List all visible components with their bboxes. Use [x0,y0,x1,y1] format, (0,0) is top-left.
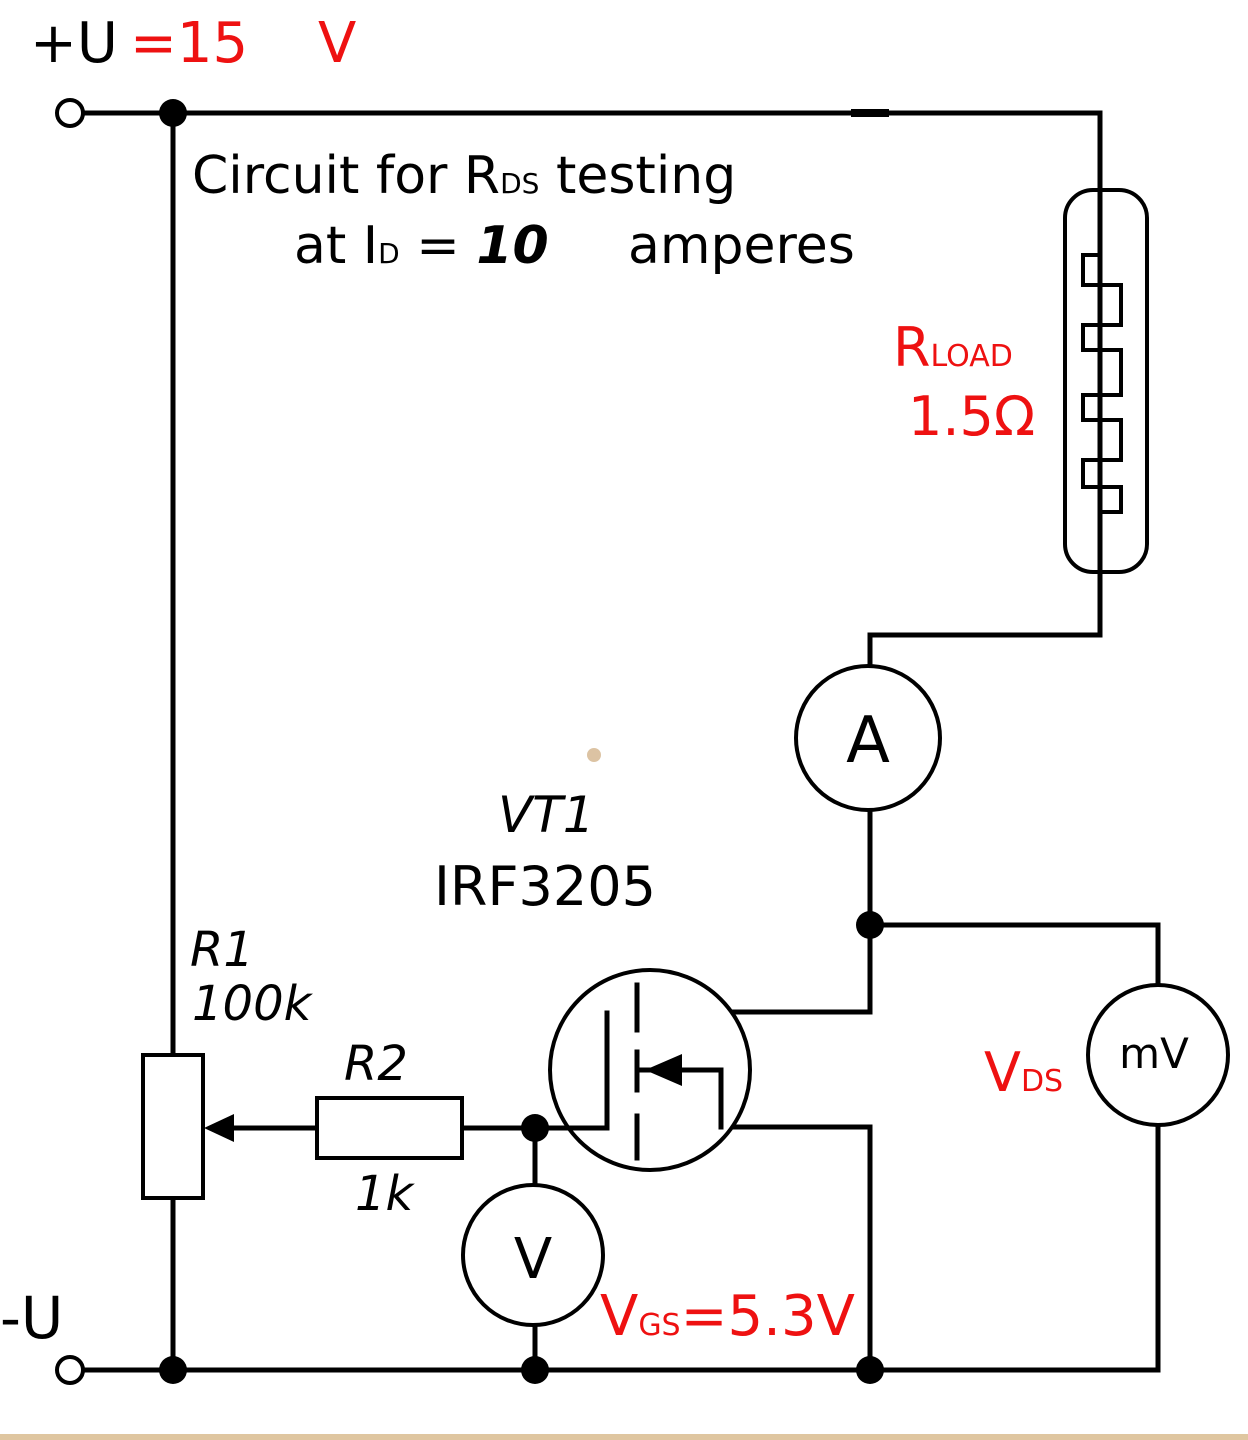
title-line-2-sub: D [378,237,400,270]
transistor-part: IRF3205 [434,855,656,918]
vgs-reading: =5.3V [681,1284,855,1349]
r2-value: 1k [355,1166,416,1222]
ammeter-symbol: A [846,704,890,778]
load-resistor [1063,188,1149,574]
r1-body [141,1053,205,1200]
r1-value: 100k [192,976,314,1032]
voltmeter-gs-circle [461,1183,605,1327]
supply-minus-label: -U [0,1284,63,1352]
vds-label: VDS [984,1041,1063,1104]
voltmeter-gs: V [461,1183,605,1327]
terminal-minus [55,1355,85,1385]
title-line-1-prefix: Circuit for R [192,146,500,206]
mosfet-arrow-icon [645,1054,682,1086]
load-resistor-meander [1081,190,1123,572]
wire-mv-top [867,922,1161,988]
junction-source-bottom [856,1356,884,1384]
millivoltmeter-symbol: mV [1119,1029,1189,1078]
r1-ref: R1 [190,922,254,978]
vds-label-v: V [984,1041,1021,1104]
r2-ref: R2 [344,1036,408,1092]
r1-wiper-arrow-icon [204,1114,234,1142]
title-line-1-suffix: testing [539,146,736,206]
terminal-plus [55,98,85,128]
stray-dot [587,748,601,762]
vgs-label-sub: GS [638,1308,680,1343]
wire-load-ammeter [867,632,1103,668]
title-line-2-eq: = [400,216,477,276]
transistor-ref: VT1 [498,786,595,844]
supply-plus-label: +U [30,11,118,76]
vgs-label: VGS=5.3V [600,1284,855,1349]
title-line-2: at ID = 10 [294,216,549,276]
potentiometer-r1 [141,1053,234,1200]
ammeter-circle [794,664,942,812]
supply-voltage-value: =15 [130,11,248,76]
title-line-2-value: 10 [476,216,548,276]
vds-label-sub: DS [1021,1064,1063,1099]
load-value: 1.5Ω [908,385,1035,448]
vgs-label-v: V [600,1284,638,1349]
junction-top-left [159,99,187,127]
wire-mv-bottom [867,1122,1161,1373]
ammeter: A [794,664,942,812]
mosfet-vt1 [532,968,752,1172]
millivoltmeter-circle [1086,983,1230,1127]
title-line-2-suffix: amperes [628,216,855,276]
footer-bar [0,1434,1248,1440]
supply-voltage-unit: V [318,11,356,76]
r2-body [315,1096,464,1160]
junction-drain [856,911,884,939]
load-resistor-body [1063,188,1149,574]
voltmeter-gs-symbol: V [514,1227,552,1292]
junction-bottom-left [159,1356,187,1384]
millivoltmeter: mV [1086,983,1230,1127]
load-label-sub: LOAD [931,339,1013,374]
mosfet-gate [532,1010,610,1131]
load-label-name: R [893,316,931,379]
wires [77,109,1161,1373]
junction-vgs-bottom [521,1356,549,1384]
title-line-1-sub: DS [500,167,539,200]
title-line-1: Circuit for RDS testing [192,146,736,206]
title-line-2-prefix: at I [294,216,378,276]
load-label: RLOAD [893,316,1013,379]
